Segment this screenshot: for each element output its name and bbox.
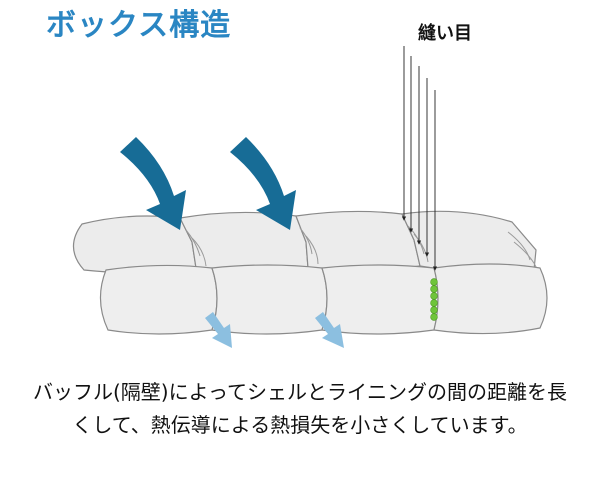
cold-air-arrows — [120, 137, 296, 230]
heat-arrow-icon-1 — [205, 312, 232, 348]
shell-chambers — [72, 210, 537, 274]
page-title: ボックス構造 — [46, 8, 232, 43]
seam-stitches — [430, 278, 438, 321]
chamber-top-3 — [295, 210, 421, 272]
heat-arrow-icon-2 — [315, 312, 344, 348]
chamber-top-4 — [401, 210, 537, 273]
chamber-bottom-1 — [99, 264, 218, 335]
heat-loss-arrows — [205, 312, 344, 348]
lining-chambers — [99, 263, 548, 335]
cold-arrow-icon-2 — [230, 137, 296, 230]
cold-arrow-icon-1 — [120, 137, 186, 230]
chamber-bottom-2 — [211, 264, 328, 335]
chamber-bottom-4 — [433, 263, 548, 335]
caption-text: バッフル(隔壁)によってシェルとライニングの間の距離を長くして、熱伝導による熱損… — [32, 380, 567, 437]
seam-label: 縫い目 — [418, 23, 472, 44]
seam-pointer-lines — [401, 46, 438, 271]
chamber-bottom-3 — [321, 264, 439, 335]
